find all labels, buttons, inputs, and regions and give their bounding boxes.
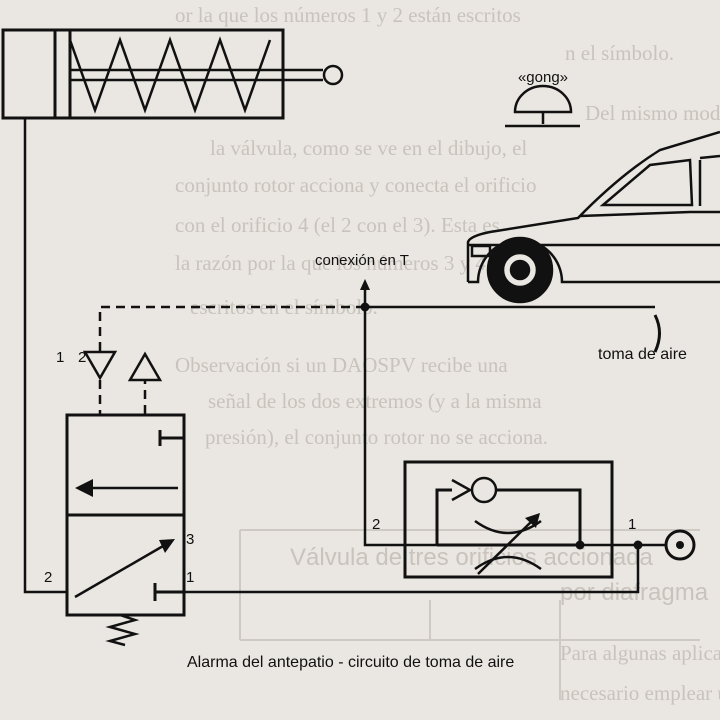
tee-arrow-head: [360, 279, 370, 290]
adjust-arrow-head: [525, 513, 540, 528]
bg-text-line: Para algunas aplicaciones, es útil: [560, 641, 720, 665]
background-table-lines: [239, 529, 700, 700]
bg-text-line: Observación si un DAOSPV recibe una: [175, 353, 508, 377]
bg-text-line: señal de los dos extremos (y a la misma: [208, 389, 542, 413]
air-intake-label: toma de aire: [598, 346, 687, 363]
pressure-source-center: [676, 541, 684, 549]
pilot-inlet-triangle: [127, 351, 163, 382]
pilot-signal-lines: [98, 305, 365, 415]
pilot-port-1-label: 1: [56, 349, 64, 366]
gong-label: «gong»: [518, 69, 568, 86]
pneumatic-lines: [23, 118, 665, 594]
valve-port-1-label: 1: [186, 569, 194, 586]
bg-text-line: Del mismo modo, cuando se aplica señal: [585, 101, 720, 125]
background-page-text: or la que los números 1 y 2 están escrit…: [175, 3, 720, 705]
tee-connection-label: conexión en T: [315, 252, 409, 269]
pilot-port-2-label: 2: [78, 349, 86, 366]
pneumatic-cylinder: [1, 28, 344, 120]
bg-text-line: n el símbolo.: [565, 41, 674, 65]
three-way-valve: [65, 413, 186, 647]
car-illustration: [466, 130, 720, 304]
rod-end-eye: [322, 64, 344, 86]
bg-text-line: conjunto rotor acciona y conecta el orif…: [175, 173, 537, 197]
cylinder-spring: [68, 36, 272, 114]
flow-arrow-head: [159, 539, 175, 553]
bg-text-line: presión), el conjunto rotor no se accion…: [205, 425, 548, 449]
bg-text-line: or la que los números 1 y 2 están escrit…: [175, 3, 521, 27]
diagram-caption: Alarma del antepatio - circuito de toma …: [187, 654, 514, 671]
valve-port-2-label: 2: [44, 569, 52, 586]
junction-node: [633, 540, 643, 550]
bg-text-line: Válvula de tres orificios accionada: [290, 544, 654, 571]
check-valve-ball: [470, 476, 498, 504]
gong-bell-symbol: [505, 84, 580, 128]
flow-arrow-head: [75, 479, 93, 497]
air-intake-mark: [653, 314, 661, 353]
bg-text-line: con el orificio 4 (el 2 con el 3). Esta …: [175, 213, 500, 237]
pilot-exhaust-triangle: [82, 350, 118, 381]
bg-text-line: la válvula, como se ve en el dibujo, el: [210, 136, 527, 160]
restrictor-port-2-label: 2: [372, 516, 380, 533]
bg-text-line: necesario emplear una válvula que: [560, 681, 720, 705]
restrictor-port-1-label: 1: [628, 516, 636, 533]
valve-port-3-label: 3: [186, 531, 194, 548]
